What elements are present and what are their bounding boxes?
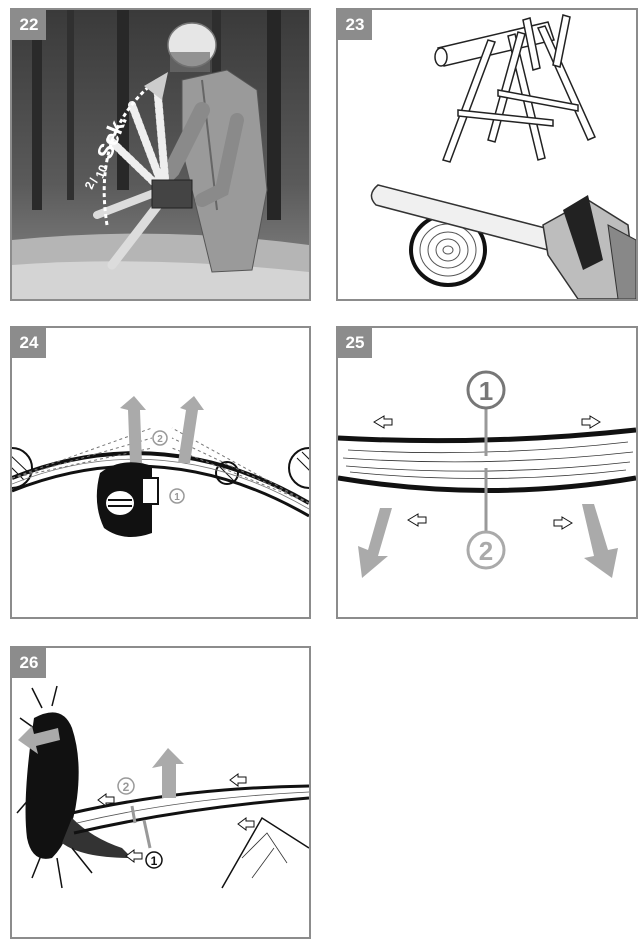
figure-26: 26 2 1 — [10, 646, 311, 939]
small-arrows — [97, 773, 255, 863]
log-bottom-edge — [12, 464, 309, 518]
figure-24: 24 2 — [10, 326, 311, 619]
figure-number-26: 26 — [12, 648, 46, 678]
front-hand-guard — [563, 195, 603, 270]
guide-bar — [370, 184, 554, 251]
log-body — [338, 430, 636, 491]
chainsaw — [370, 184, 636, 299]
svg-text:10: 10 — [93, 162, 111, 180]
bending-log-diagram: 2 1 — [12, 396, 309, 537]
sawhorse — [434, 14, 596, 163]
arrow-up-left-icon — [120, 396, 146, 463]
cut-marker-1: 1 — [145, 851, 163, 869]
svg-text:1: 1 — [174, 492, 180, 503]
figure-number-23: 23 — [338, 10, 372, 40]
bend-lines — [12, 427, 309, 504]
operator-top-view — [96, 462, 159, 537]
log-cut-diagram: 1 2 — [338, 370, 636, 578]
figure-number-22: 22 — [12, 10, 46, 40]
cut-marker-1: 1 — [169, 488, 185, 504]
compression-arrows — [373, 415, 601, 530]
sawhorse-illustration — [370, 14, 636, 299]
cut-marker-2: 2 — [466, 530, 506, 570]
trunk-bottom — [73, 796, 309, 835]
falling-arrows — [358, 504, 618, 578]
arrow-up-right-icon — [178, 396, 204, 463]
left-support — [12, 447, 33, 489]
tension-arrows — [120, 396, 204, 463]
face-visor — [170, 52, 210, 72]
svg-text:2: 2 — [123, 780, 130, 794]
tension-arrows — [18, 726, 184, 798]
arrow-down-left-icon — [358, 508, 392, 578]
right-support — [288, 447, 309, 489]
svg-text:1: 1 — [479, 376, 493, 406]
arrow-left-icon — [581, 415, 601, 429]
svg-text:2: 2 — [479, 536, 493, 566]
reaction-arc — [102, 78, 158, 226]
svg-text:/: / — [87, 176, 101, 185]
log-top-edge — [12, 451, 309, 505]
tree-trunk — [32, 10, 42, 210]
figure-number-24: 24 — [12, 328, 46, 358]
svg-text:2: 2 — [82, 179, 98, 191]
figure-22: 22 — [10, 8, 311, 301]
figure-number-25: 25 — [338, 328, 372, 358]
cut-marker-2: 2 — [152, 430, 168, 446]
svg-text:1: 1 — [151, 854, 158, 868]
root-plate — [16, 685, 132, 889]
cut-line-1 — [142, 819, 152, 849]
figure-25: 25 1 2 — [336, 326, 638, 619]
kickback-photo: 2 / 10 Sek. — [12, 10, 309, 299]
arrow-up-icon — [152, 748, 184, 798]
arrow-right-icon — [407, 513, 427, 527]
arrow-left-icon — [553, 516, 573, 530]
svg-text:2: 2 — [157, 434, 163, 445]
chainsaw-body — [151, 179, 193, 209]
cut-marker-2: 2 — [117, 777, 135, 795]
figure-23: 23 — [336, 8, 638, 301]
arrow-down-right-icon — [582, 504, 618, 578]
cut-line-2 — [130, 805, 137, 824]
trunk-top — [71, 784, 309, 815]
kickback-arrow-icon — [144, 72, 168, 100]
arrow-left-icon — [18, 726, 60, 754]
fallen-tree-diagram: 2 1 — [16, 685, 309, 889]
cut-marker-1: 1 — [466, 370, 506, 410]
arrow-right-icon — [373, 415, 393, 429]
